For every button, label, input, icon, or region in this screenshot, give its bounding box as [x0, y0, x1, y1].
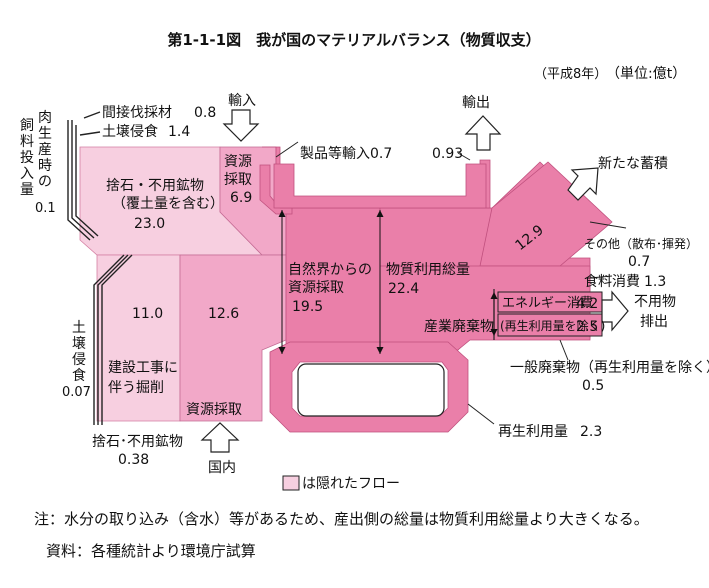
meat-label-4: 時	[38, 158, 52, 174]
general-waste-label: 一般廃棄物（再生利用量を除く）	[510, 359, 709, 376]
construction-label: 建設工事に	[108, 360, 178, 376]
recycled-value: 2.3	[580, 424, 602, 440]
other-label: その他（散布･揮発）	[584, 236, 698, 251]
import-arrow-icon	[222, 109, 260, 142]
product-import-label: 製品等輸入	[300, 145, 370, 162]
total-use-value: 22.4	[388, 281, 419, 297]
product-import-value: 0.7	[370, 146, 392, 162]
meat-label-9: 入	[20, 166, 34, 182]
industrial-waste-box	[497, 313, 603, 337]
meat-label-6: 飼	[20, 118, 34, 134]
industrial-waste-sub: (再生利用量を除く)	[500, 318, 605, 333]
domestic-arrow-icon	[200, 422, 240, 453]
import-resource-label-1: 資源	[224, 154, 252, 170]
total-use-label: 物質利用総量	[386, 262, 470, 278]
hidden-flow-construction	[96, 254, 181, 422]
meat-label-7: 料	[20, 134, 34, 150]
industrial-waste-label: 産業廃棄物	[424, 318, 494, 335]
leader-lines	[275, 141, 627, 425]
meat-label-5: の	[38, 174, 52, 190]
unit-label: （単位:億t）	[606, 66, 686, 82]
meat-label-8: 投	[20, 150, 34, 166]
legend-swatch	[282, 475, 300, 491]
indirect-logging-label: 間接伐採材	[102, 104, 172, 121]
soil-erosion-top-value: 1.4	[168, 124, 190, 140]
overburden-label: 捨石・不用鉱物	[106, 177, 204, 194]
recycle-inner-box	[297, 363, 445, 417]
energy-value: 4.2	[576, 296, 598, 312]
meat-label-2: 生	[38, 126, 52, 142]
energy-label: エネルギー消費	[502, 296, 593, 311]
source-note: 資料：各種統計より環境庁試算	[46, 542, 256, 560]
natural-extraction-label-2: 資源採取	[288, 280, 344, 296]
unused-arrow-icon	[601, 290, 629, 332]
soil-erosion-top-label: 土壌侵食	[102, 123, 158, 140]
domestic-resource-label: 資源採取	[186, 402, 242, 418]
natural-extraction-label-1: 自然界からの	[288, 261, 372, 278]
soil-erosion-bottom-2: 壌	[72, 336, 86, 352]
meat-label-1: 肉	[38, 110, 52, 126]
other-value: 0.7	[628, 254, 650, 270]
import-label: 輸入	[228, 93, 256, 109]
indirect-logging-value: 0.8	[194, 105, 216, 121]
export-value: 0.93	[432, 146, 463, 162]
import-resource-value: 6.9	[230, 190, 252, 206]
overburden-value: 23.0	[134, 216, 165, 232]
export-arrow-icon	[464, 115, 502, 151]
era-label: （平成8年）	[534, 67, 607, 82]
domestic-label: 国内	[208, 460, 236, 476]
meat-value: 0.1	[35, 201, 56, 216]
meat-label-3: 産	[38, 142, 52, 158]
export-label: 輸出	[462, 95, 490, 111]
unused-label: 不用物	[634, 294, 676, 310]
food-label: 食料消費	[584, 273, 640, 290]
flow-accumulation	[479, 161, 613, 267]
food-value: 1.3	[644, 274, 666, 290]
accumulation-arrow-icon	[567, 167, 599, 201]
flow-recycle-loop	[269, 341, 469, 433]
industrial-waste-value: 2.5	[576, 319, 598, 335]
soil-erosion-bottom-value: 0.07	[62, 385, 91, 400]
meat-label-10: 量	[20, 182, 34, 198]
waste-rock-bottom-label: 捨石･不用鉱物	[92, 433, 183, 450]
unused-label-2: 排出	[640, 314, 668, 330]
minor-flow-lines	[67, 111, 133, 425]
recycled-label: 再生利用量	[498, 424, 568, 440]
soil-erosion-bottom-1: 土	[72, 320, 86, 336]
natural-extraction-value: 19.5	[292, 299, 323, 315]
soil-erosion-bottom-4: 食	[72, 367, 86, 384]
footnote: 注：水分の取り込み（含水）等があるため、産出側の総量は物質利用総量より大きくなる…	[34, 510, 649, 528]
domestic-resource-value: 12.6	[208, 306, 239, 322]
figure-title: 第1-1-1図 我が国のマテリアルバランス（物質収支）	[167, 31, 540, 49]
import-resource-label-2: 採取	[224, 172, 252, 188]
construction-value: 11.0	[132, 306, 163, 322]
accumulation-label: 新たな蓄積	[598, 156, 668, 172]
flow-top-connector	[273, 163, 487, 209]
legend-label: は隠れたフロー	[302, 476, 400, 492]
general-waste-value: 0.5	[582, 378, 604, 394]
overburden-sub: （覆土量を含む）	[112, 196, 224, 212]
soil-erosion-bottom-3: 侵	[72, 351, 86, 368]
construction-label-2: 伴う掘削	[108, 380, 164, 396]
waste-rock-bottom-value: 0.38	[118, 452, 149, 468]
